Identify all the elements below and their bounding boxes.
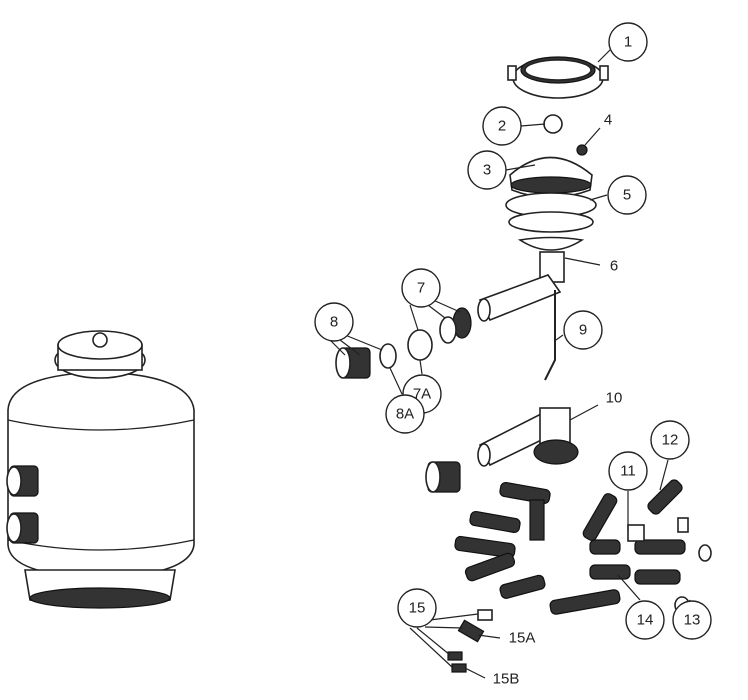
svg-text:13: 13 (684, 612, 701, 629)
part-lid-ring (507, 56, 609, 99)
part-laterals (454, 479, 712, 615)
svg-text:2: 2 (498, 118, 506, 135)
callout-11: 11 (608, 451, 648, 491)
callout-10: 10 (606, 390, 623, 407)
callout-14: 14 (625, 600, 665, 640)
part-lower-collector (425, 407, 579, 493)
filter-tank (6, 330, 195, 609)
svg-text:1: 1 (624, 34, 632, 51)
part-lid (505, 144, 597, 218)
svg-text:3: 3 (483, 162, 491, 179)
part-knob (543, 114, 563, 134)
callout-4: 4 (604, 112, 612, 129)
svg-text:9: 9 (579, 322, 587, 339)
callout-15a: 15A (509, 630, 536, 647)
callout-9: 9 (563, 310, 603, 350)
callout-2: 2 (482, 106, 522, 146)
callout-1: 1 (608, 22, 648, 62)
part-diffuser (517, 236, 585, 251)
part-o-ring (508, 211, 594, 233)
callout-8: 8 (314, 302, 354, 342)
part-air-tube (544, 290, 556, 381)
callout-5: 5 (607, 175, 647, 215)
svg-text:7A: 7A (413, 386, 431, 403)
callout-13: 13 (672, 600, 712, 640)
callout-7: 7 (401, 268, 441, 308)
callout-6: 6 (610, 258, 618, 275)
svg-text:8A: 8A (396, 406, 414, 423)
svg-text:5: 5 (623, 187, 631, 204)
callout-15b: 15B (493, 671, 520, 688)
callout-15: 15 (397, 588, 437, 628)
svg-text:14: 14 (637, 612, 654, 629)
part-union-7 (407, 307, 472, 361)
svg-text:12: 12 (662, 432, 679, 449)
callout-12: 12 (650, 420, 690, 460)
part-union-8 (335, 343, 397, 379)
svg-text:15: 15 (409, 600, 426, 617)
callout-8a: 8A (385, 394, 425, 434)
part-upper-collector-pipe (477, 251, 565, 322)
svg-text:8: 8 (330, 314, 338, 331)
svg-text:11: 11 (620, 463, 636, 480)
part-drain-assembly (447, 609, 493, 673)
leader-lines (329, 49, 691, 679)
callout-3: 3 (467, 150, 507, 190)
svg-text:7: 7 (417, 280, 425, 297)
